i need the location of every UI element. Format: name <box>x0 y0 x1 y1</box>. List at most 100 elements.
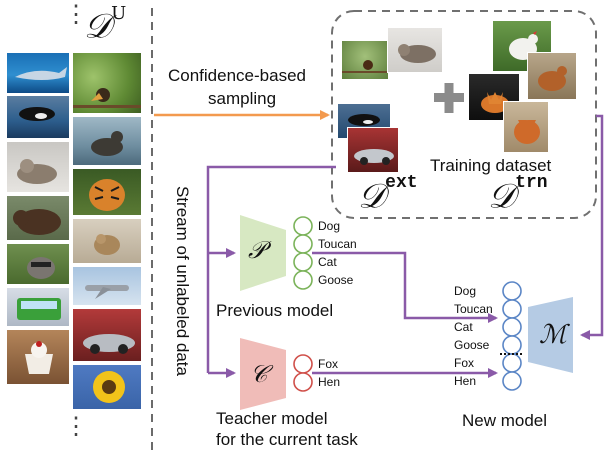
new-node-dog <box>502 281 522 301</box>
image-cat <box>6 141 70 193</box>
new-model-nodes <box>502 281 522 391</box>
new-model-symbol: ℳ <box>539 320 567 350</box>
new-class-hen: Hen <box>454 374 477 388</box>
previous-model-shape <box>240 215 286 291</box>
seal-icon <box>91 131 123 156</box>
previous-class-goose: Goose <box>318 273 354 287</box>
airplane-icon <box>85 285 129 299</box>
cat-icon <box>17 159 57 184</box>
plus-icon <box>434 83 464 113</box>
new-class-dog: Dog <box>454 284 477 298</box>
previous-model-nodes <box>293 216 313 290</box>
fox-icon <box>514 120 540 144</box>
bus-icon <box>17 298 61 320</box>
cat-icon <box>398 44 436 63</box>
image-bear <box>6 195 70 241</box>
teacher-model-nodes <box>293 354 313 392</box>
dataset-trn-letter: 𝒟 <box>488 176 516 217</box>
teacher-class-hen: Hen <box>318 375 341 389</box>
new-node-goose <box>502 335 522 355</box>
dataset-ext-sup: ext <box>385 173 418 193</box>
stream-set-sup: U <box>111 3 127 24</box>
sunflower-icon <box>93 371 125 403</box>
fox-icon <box>481 92 509 113</box>
image-car <box>72 308 142 362</box>
sampling-label-line1: Confidence-based <box>168 66 306 85</box>
stream-label: Stream of unlabeled data <box>173 186 192 376</box>
toucan-icon <box>342 60 388 73</box>
new-model-shape <box>528 297 573 373</box>
flow-line-training-to-models <box>206 165 336 373</box>
dataset-trn-symbol: 𝒟trn <box>488 172 548 215</box>
stream-top-ellipsis: ⋮ <box>64 1 88 28</box>
training-box-border <box>331 10 597 219</box>
teacher-model-title-line2: for the current task <box>216 430 358 449</box>
image-dessert <box>6 329 70 385</box>
hen-icon <box>538 66 567 91</box>
sampling-label-line2: sampling <box>208 89 277 108</box>
image-ext-cat <box>387 27 443 73</box>
raccoon-icon <box>27 257 55 279</box>
orca-icon <box>348 114 380 126</box>
image-gerbil <box>72 218 142 264</box>
image-sunflower <box>72 364 142 410</box>
image-toucan <box>72 52 142 114</box>
previous-node-toucan <box>293 234 313 254</box>
dataset-ext-letter: 𝒟 <box>358 176 386 217</box>
image-orca <box>6 95 70 139</box>
shark-icon <box>15 67 67 80</box>
new-class-goose: Goose <box>454 338 490 352</box>
training-caption: Training dataset <box>430 156 552 175</box>
new-node-cat <box>502 317 522 337</box>
previous-model-title: Previous model <box>216 301 334 320</box>
stream-bottom-ellipsis: ⋮ <box>64 413 88 440</box>
previous-node-goose <box>293 270 313 290</box>
hen-icon <box>509 31 538 60</box>
previous-node-dog <box>293 216 313 236</box>
orca-icon <box>19 107 55 121</box>
image-bus <box>6 287 70 327</box>
new-node-toucan <box>502 299 522 319</box>
image-ext-toucan <box>341 40 389 80</box>
image-raccoon <box>6 243 70 285</box>
teacher-model-shape <box>240 338 286 410</box>
teacher-class-fox: Fox <box>318 357 339 371</box>
toucan-icon <box>73 88 141 108</box>
image-shark <box>6 52 70 94</box>
teacher-model-symbol: 𝒞 <box>250 360 268 388</box>
teacher-node-fox <box>293 354 313 374</box>
previous-model-symbol: 𝒫 <box>248 236 266 264</box>
train-arrow-new-model <box>580 114 604 340</box>
image-tiger <box>72 168 142 216</box>
new-class-fox: Fox <box>454 356 475 370</box>
new-model-title: New model <box>462 411 548 430</box>
image-airplane <box>72 266 142 306</box>
gerbil-icon <box>94 234 120 255</box>
stream-set-letter: 𝒟 <box>84 6 112 47</box>
image-trn-hen-brown <box>527 52 577 100</box>
tiger-icon <box>89 179 125 211</box>
car-icon <box>354 149 394 165</box>
teacher-model-title-line1: Teacher model <box>216 409 328 428</box>
previous-class-cat: Cat <box>318 255 337 269</box>
new-class-toucan: Toucan <box>454 302 493 316</box>
dessert-icon <box>25 341 53 374</box>
bear-icon <box>13 209 61 235</box>
previous-class-dog: Dog <box>318 219 341 233</box>
car-icon <box>83 334 135 354</box>
stream-set-symbol: 𝒟U <box>84 2 126 44</box>
new-node-hen <box>502 371 522 391</box>
previous-class-toucan: Toucan <box>318 237 357 251</box>
new-node-fox <box>502 353 522 373</box>
dataset-trn-sup: trn <box>515 173 548 193</box>
previous-node-cat <box>293 252 313 272</box>
image-ext-car <box>347 127 399 173</box>
dataset-ext-symbol: 𝒟ext <box>358 172 418 215</box>
image-trn-fox-dark <box>468 73 520 121</box>
distill-arrow-previous <box>312 251 498 323</box>
image-trn-fox <box>503 101 549 153</box>
image-seal <box>72 116 142 166</box>
teacher-node-hen <box>293 372 313 392</box>
